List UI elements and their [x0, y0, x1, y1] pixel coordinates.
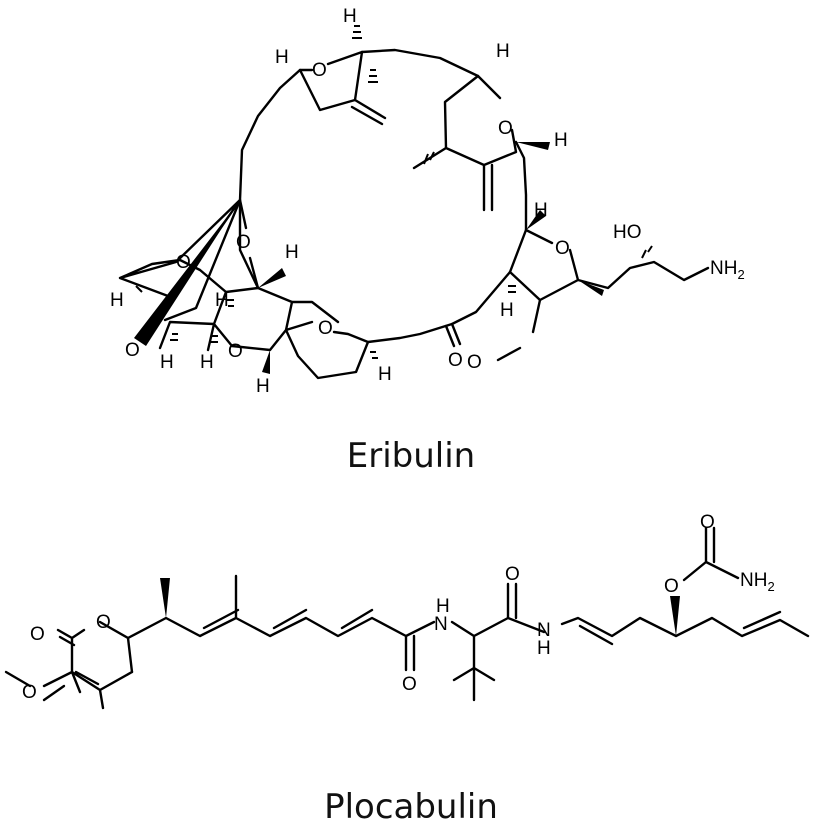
eribulin-nh2: NH2 [710, 258, 745, 282]
thp-ring-left [298, 50, 387, 126]
dienamide-chain [560, 610, 810, 646]
eribulin-o-2: O [498, 118, 513, 139]
methyl-wedge [160, 578, 170, 618]
ketone-bond [444, 322, 462, 348]
eribulin-structure: H H O H O H H O HO NH2 H O O O H O H H O… [110, 6, 745, 397]
cage-rings [118, 198, 370, 380]
polyene-chain [126, 574, 436, 674]
methoxy-plocabulin [4, 670, 66, 702]
eribulin-h-7: H [285, 242, 299, 263]
plocabulin-o-amide2: O [505, 564, 520, 585]
plocabulin-o-ester: O [664, 576, 679, 597]
wedge-4 [262, 350, 270, 374]
eribulin-meo: O [467, 352, 482, 373]
wedge-3 [516, 142, 550, 150]
macrocycle-ring [238, 48, 528, 344]
eribulin-o-5: O [176, 252, 191, 273]
eribulin-h-1: H [343, 6, 357, 27]
eribulin-o-4: O [236, 232, 251, 253]
hash-bonds [135, 25, 653, 359]
thf-ring-right [508, 228, 710, 302]
eribulin-h-5: H [534, 200, 548, 221]
plocabulin-o-amide1: O [402, 674, 417, 695]
eribulin-h-2: H [275, 47, 289, 68]
eribulin-o-ketone: O [448, 350, 463, 371]
plocabulin-caption: Plocabulin [324, 787, 498, 827]
amino-acid-core [450, 582, 546, 702]
plocabulin-o-methoxy: O [22, 682, 37, 703]
eribulin-o-3: O [555, 238, 570, 259]
carbamate-wedge [670, 596, 680, 636]
wedge-1 [134, 200, 240, 346]
eribulin-h-9: H [215, 290, 229, 311]
eribulin-o-6: O [318, 318, 333, 339]
eribulin-h-6: H [500, 300, 514, 321]
eribulin-o-8: O [228, 341, 243, 362]
wedge-2 [258, 268, 286, 288]
plocabulin-o-ring: O [96, 612, 111, 633]
methoxy-bond [496, 298, 542, 362]
eribulin-o-1: O [312, 60, 327, 81]
eribulin-h-11: H [200, 352, 214, 373]
lactone-ring [42, 620, 134, 710]
eribulin-h-8: H [110, 290, 124, 311]
thp-ring-right [412, 74, 518, 212]
wedge-5 [526, 210, 546, 230]
plocabulin-o-carbamate: O [700, 512, 715, 533]
wedge-6 [578, 280, 604, 296]
plocabulin-nh2: NH2 [740, 570, 775, 594]
eribulin-o-7: O [125, 340, 140, 361]
plocabulin-o-carbonyl: O [30, 624, 45, 645]
carbamate [682, 526, 740, 582]
eribulin-ho: HO [613, 222, 642, 243]
eribulin-h-4: H [554, 130, 568, 151]
eribulin-h-10: H [160, 352, 174, 373]
eribulin-h-13: H [378, 364, 392, 385]
eribulin-caption: Eribulin [347, 436, 475, 476]
eribulin-h-12: H [256, 376, 270, 397]
eribulin-h-3: H [496, 41, 510, 62]
